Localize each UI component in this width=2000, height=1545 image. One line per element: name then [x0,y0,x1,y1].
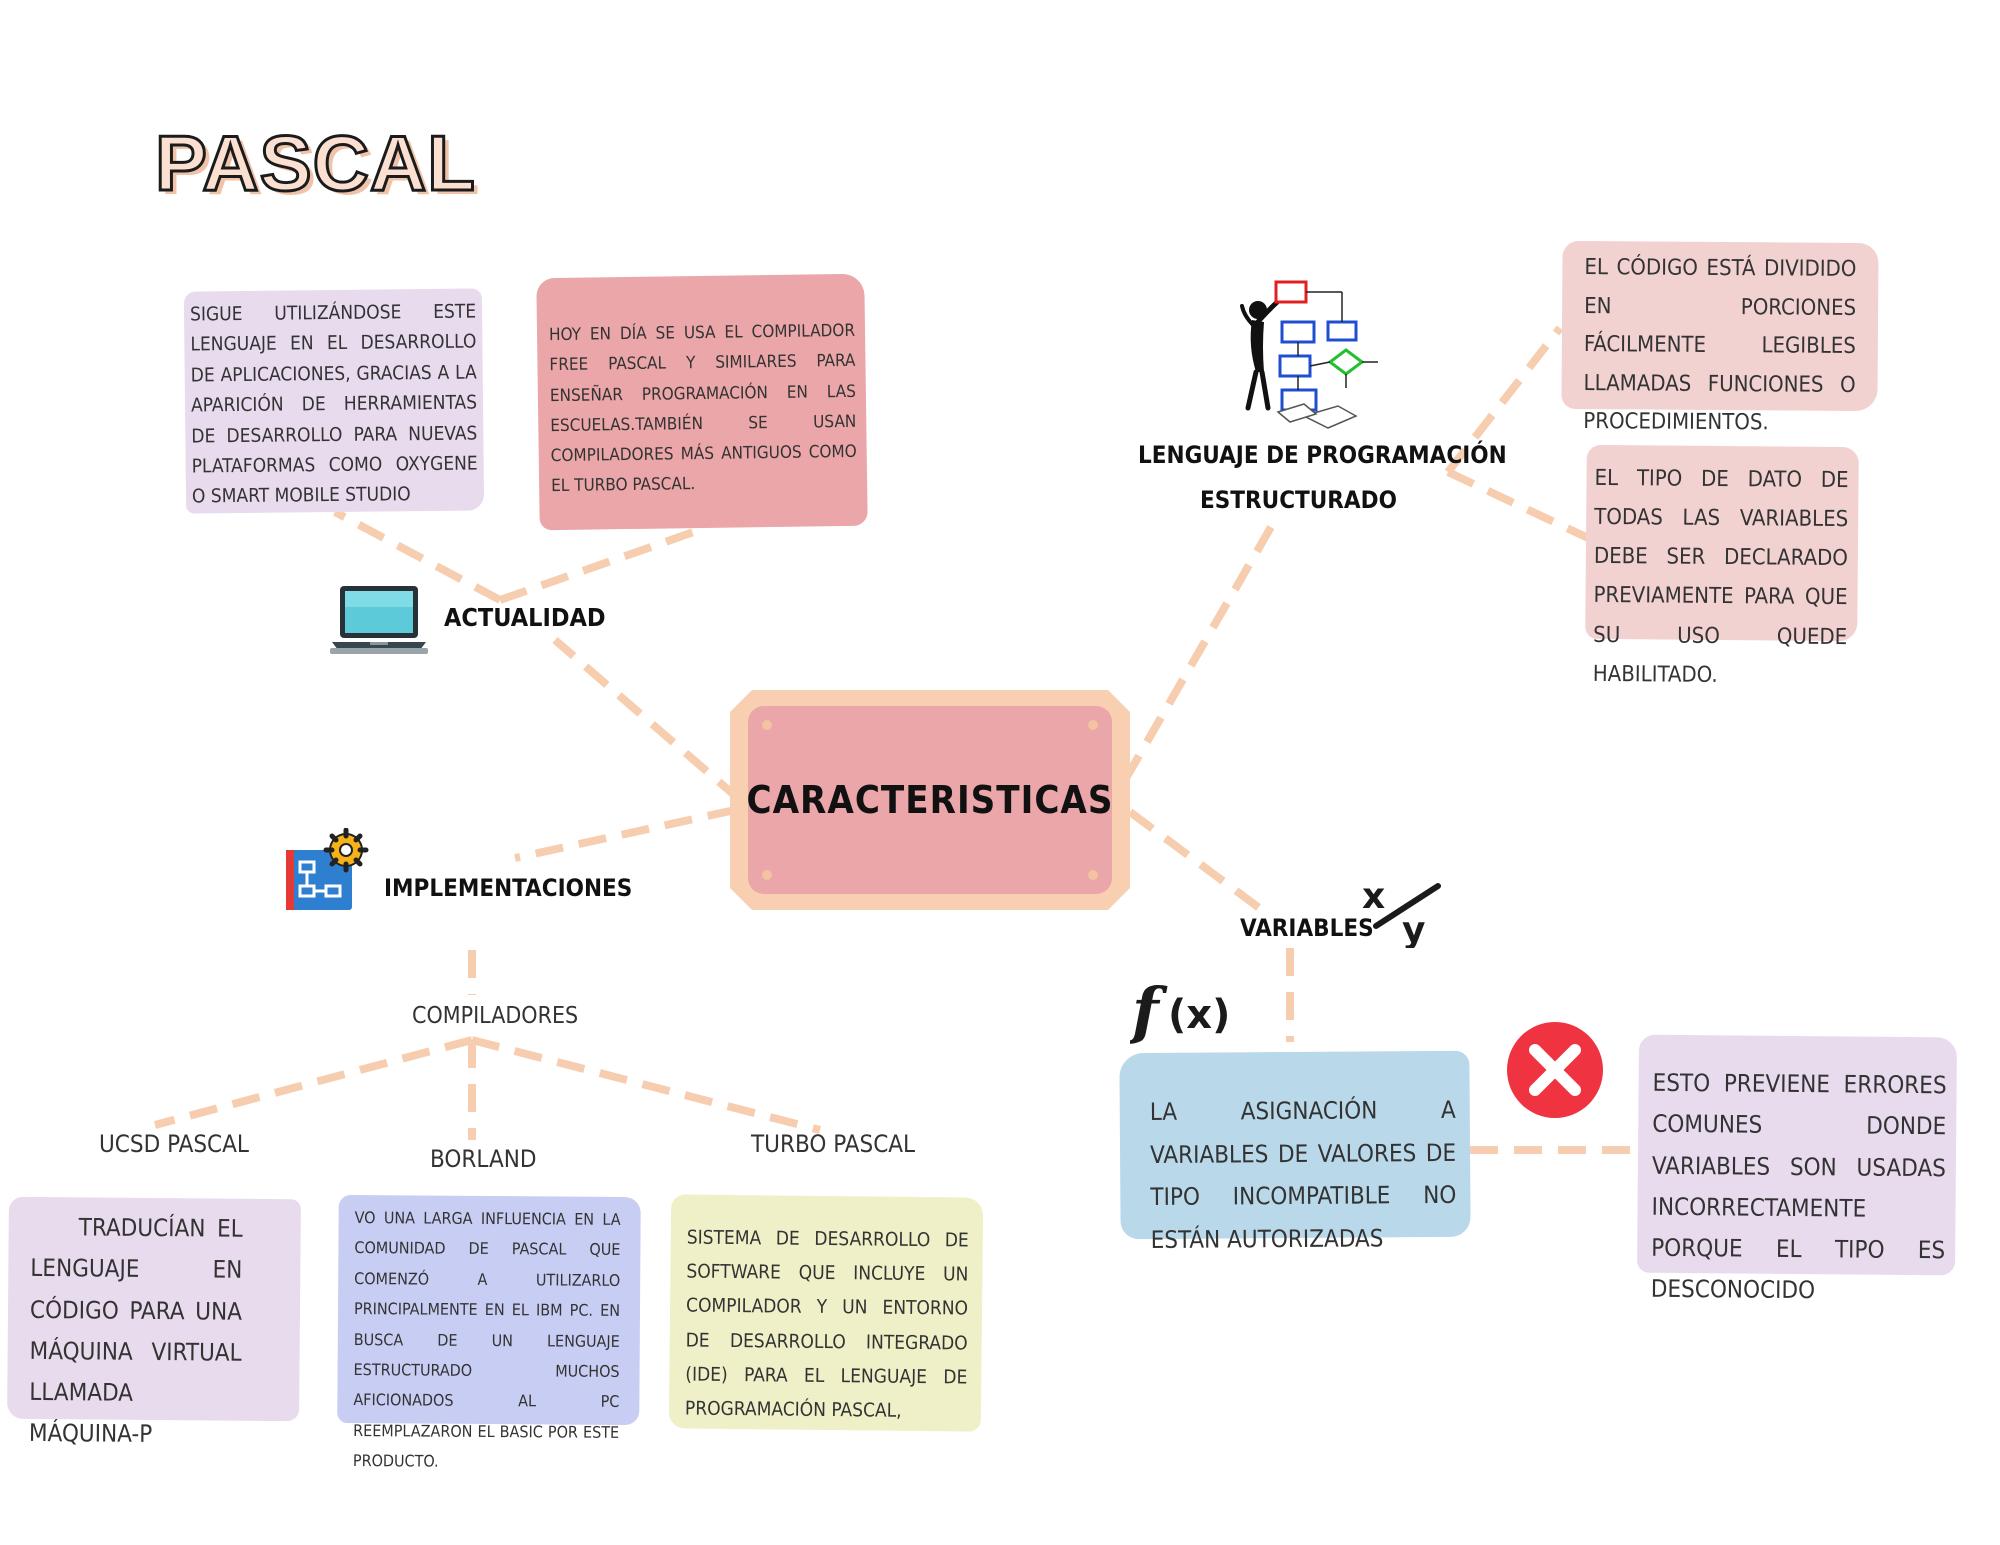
connector-actualidad-note2 [498,524,707,604]
laptop-icon [330,584,428,656]
note-ucsd: TRADUCÍAN EL LENGUAJE EN CÓDIGO PARA UNA… [7,1196,301,1448]
note-text: EL CÓDIGO ESTÁ DIVIDIDO EN PORCIONES FÁC… [1583,255,1857,436]
label-estructurado-line1: LENGUAJE DE PROGRAMACIÓN [1138,441,1507,469]
note-text: ESTO PREVIENE ERRORES COMUNES DONDE VARI… [1650,1068,1947,1305]
note-variables-asignacion: LA ASIGNACIÓN A VARIABLES DE VALORES DE … [1119,1050,1471,1254]
structured-flowchart-icon [1238,276,1388,430]
label-borland: BORLAND [430,1145,537,1173]
note-text: LA ASIGNACIÓN A VARIABLES DE VALORES DE … [1149,1095,1457,1255]
note-text: VO UNA LARGA INFLUENCIA EN LA COMUNIDAD … [352,1208,621,1471]
svg-text:y: y [1402,910,1425,948]
label-turbo-pascal: TURBO PASCAL [751,1130,916,1158]
label-implementaciones: IMPLEMENTACIONES [384,874,633,902]
note-actualidad-freepascal: HOY EN DÍA SE USA EL COMPILADOR FREE PAS… [536,273,868,531]
error-x-icon [1505,1020,1605,1120]
connector-center-implementaciones [514,806,736,862]
fraction-xy-icon: x y [1360,872,1446,951]
note-turbo-pascal: SISTEMA DE DESARROLLO DE SOFTWARE QUE IN… [668,1194,984,1432]
label-variables: VARIABLES [1240,914,1374,942]
label-actualidad: ACTUALIDAD [444,603,606,632]
note-text: HOY EN DÍA SE USA EL COMPILADOR FREE PAS… [548,320,857,497]
svg-text:(x): (x) [1168,992,1230,1038]
note-actualidad-oxygene: SIGUE UTILIZÁNDOSE ESTE LENGUAJE EN EL D… [183,288,485,514]
label-estructurado-line2: ESTRUCTURADO [1200,486,1397,514]
note-estructurado-tipos: EL TIPO DE DATO DE TODAS LAS VARIABLES D… [1585,444,1859,688]
note-borland: VO UNA LARGA INFLUENCIA EN LA COMUNIDAD … [337,1194,641,1471]
connector-center-variables [1127,808,1265,914]
center-dot-bl [762,870,772,880]
connector-compiladores-turbo [470,1036,822,1134]
svg-text:x: x [1362,876,1385,917]
center-node-inner: CARACTERISTICAS [748,706,1112,894]
page-title: PASCAL [154,118,477,209]
label-compiladores: COMPILADORES [412,1003,579,1029]
connector-center-estructurado [1121,518,1279,782]
center-dot-tr [1088,720,1098,730]
function-fx-icon: f (x) [1128,974,1238,1047]
label-ucsd-pascal: UCSD PASCAL [99,1130,249,1158]
note-text: TRADUCÍAN EL LENGUAJE EN CÓDIGO PARA UNA… [28,1213,243,1449]
center-dot-br [1088,870,1098,880]
note-estructurado-funciones: EL CÓDIGO ESTÁ DIVIDIDO EN PORCIONES FÁC… [1561,240,1879,435]
connector-estructurado-note2 [1446,468,1590,542]
note-text: EL TIPO DE DATO DE TODAS LAS VARIABLES D… [1592,465,1849,688]
note-variables-errores: ESTO PREVIENE ERRORES COMUNES DONDE VARI… [1636,1034,1958,1304]
connector-compiladores-ucsd [153,1036,474,1129]
center-node: CARACTERISTICAS [730,690,1130,910]
note-text: SISTEMA DE DESARROLLO DE SOFTWARE QUE IN… [684,1226,969,1422]
svg-text:f: f [1130,976,1168,1046]
note-text: SIGUE UTILIZÁNDOSE ESTE LENGUAJE EN EL D… [189,300,478,508]
flowchart-gear-icon [286,827,372,914]
connector-center-actualidad [552,636,743,804]
center-dot-tl [762,720,772,730]
center-label: CARACTERISTICAS [746,778,1114,822]
